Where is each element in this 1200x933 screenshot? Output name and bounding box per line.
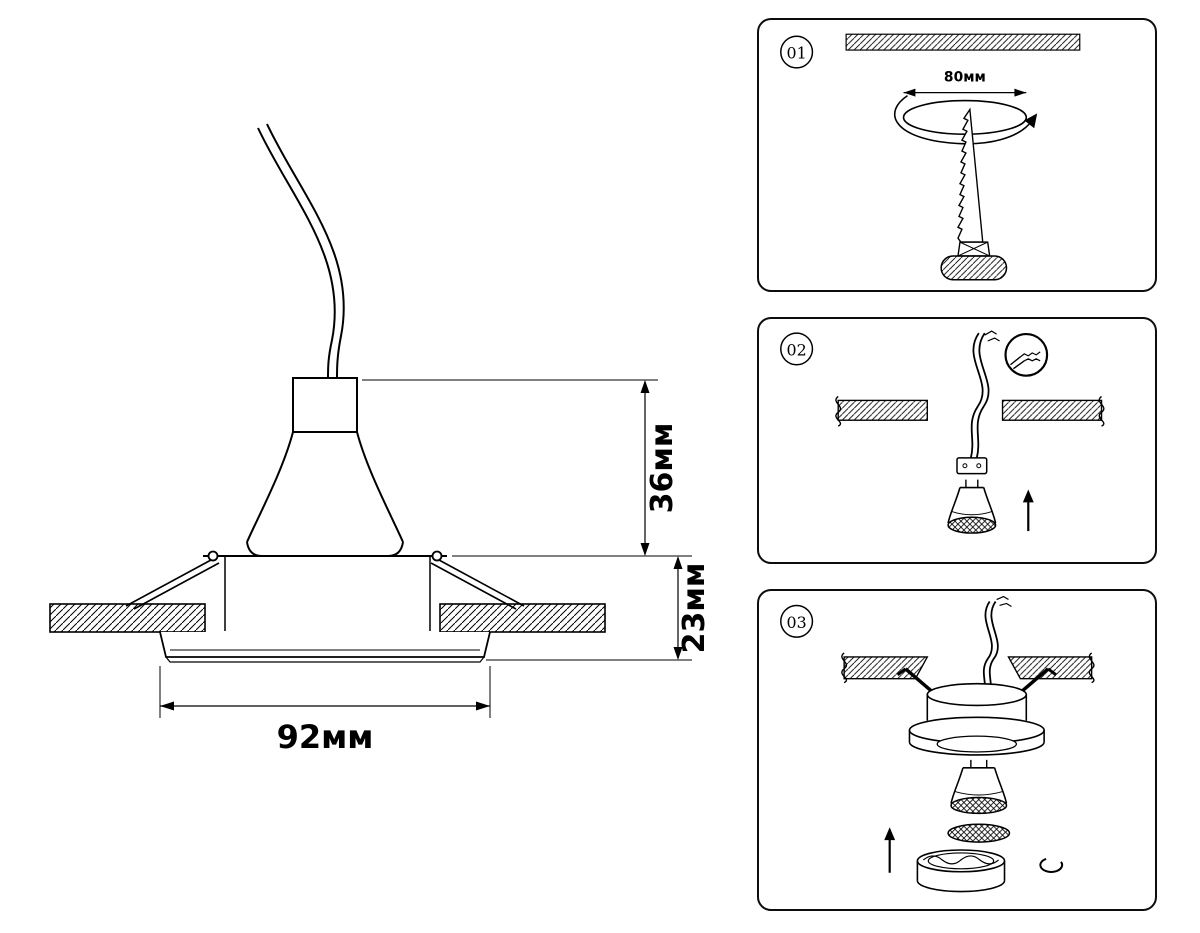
power-cable <box>969 330 1000 459</box>
power-cable <box>982 595 1012 693</box>
step-number-badge: 01 <box>780 35 814 69</box>
insert-up-arrow <box>884 827 896 873</box>
step-panel-2: 02 <box>757 317 1157 564</box>
spring-clip-right <box>1019 667 1057 694</box>
gu10-bulb-icon <box>947 479 997 534</box>
retaining-ring <box>916 849 1006 893</box>
step-number: 01 <box>787 44 807 63</box>
lamp-housing <box>203 377 447 631</box>
spring-clips <box>125 550 525 610</box>
insert-up-arrow <box>1022 489 1034 532</box>
dimension-label-92mm: 92мм <box>277 718 374 756</box>
power-cable <box>257 123 345 379</box>
dimension-outer-diameter: 92мм <box>159 666 491 756</box>
gu10-bulb-icon <box>950 759 1008 815</box>
wire-twist-detail-circle <box>1004 332 1049 377</box>
dimension-label-36mm: 36мм <box>645 423 680 514</box>
ceiling-cross-section <box>835 395 1105 427</box>
terminal-block <box>956 457 988 475</box>
ceiling-cross-section <box>841 652 1095 684</box>
dimension-cutout: 80мм <box>903 70 1027 97</box>
step-number-badge: 03 <box>780 604 814 638</box>
trim-ring <box>908 716 1045 756</box>
dimension-label-80mm: 80мм <box>944 70 986 86</box>
drywall-saw-icon <box>940 107 1008 281</box>
ceiling-strip <box>845 33 1081 51</box>
retaining-clip <box>1039 857 1064 873</box>
ceiling-section <box>49 603 606 633</box>
fixture-dimension-drawing: 36мм 23мм 92мм <box>49 123 712 756</box>
installation-steps: 01 80мм <box>757 18 1157 911</box>
dimension-label-23mm: 23мм <box>677 563 712 654</box>
dimension-recess-depth: 36мм <box>362 379 692 557</box>
glass-diffuser-disc <box>947 823 1011 843</box>
step-number: 02 <box>787 340 807 359</box>
step-number-badge: 02 <box>780 332 814 366</box>
step-number: 03 <box>787 613 807 632</box>
dimension-visible-height: 23мм <box>486 556 712 661</box>
step-panel-1: 01 80мм <box>757 18 1157 292</box>
rotation-arrow <box>893 94 1038 145</box>
trim-ring <box>159 631 491 663</box>
step-panel-3: 03 <box>757 589 1157 911</box>
